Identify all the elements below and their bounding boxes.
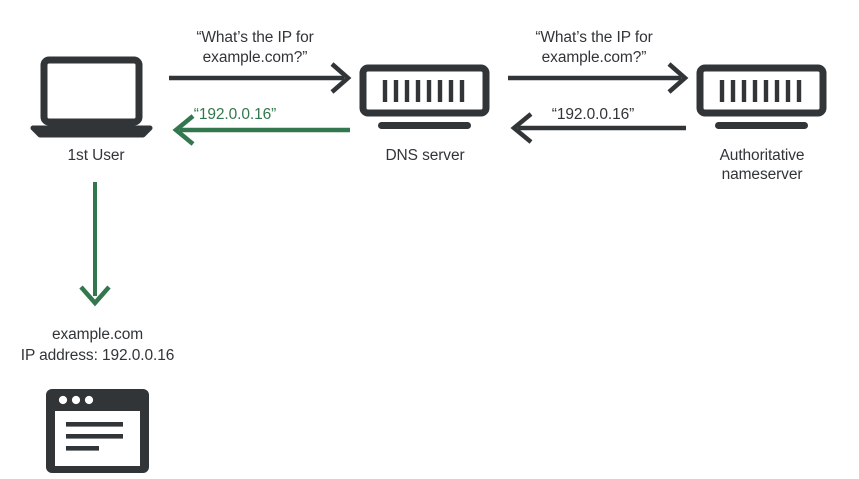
arrow-user-to-website — [79, 182, 111, 307]
arrow-query-dns-to-authoritative — [508, 62, 689, 94]
server-icon-authoritative — [696, 64, 827, 129]
arrow-response-authoritative-to-dns — [510, 112, 686, 144]
arrow-query-user-to-dns — [169, 62, 352, 94]
result-label-website: example.com IP address: 192.0.0.16 — [20, 326, 175, 364]
node-label-user: 1st User — [67, 147, 125, 164]
arrow-response-dns-to-user — [172, 114, 350, 146]
arrow-label-query-dns-to-authoritative: “What’s the IP for example.com?” — [535, 29, 653, 66]
arrow-label-response-dns-to-user: “192.0.0.16” — [193, 106, 277, 123]
arrow-label-query-user-to-dns: “What’s the IP for example.com?” — [196, 29, 314, 66]
server-icon-dns — [359, 64, 490, 129]
arrow-label-response-authoritative-to-dns: “192.0.0.16” — [551, 106, 635, 123]
node-label-dns-server: DNS server — [385, 147, 465, 164]
browser-window-icon — [46, 389, 149, 473]
laptop-icon — [30, 56, 153, 138]
node-label-authoritative-nameserver: Authoritative nameserver — [719, 147, 805, 183]
